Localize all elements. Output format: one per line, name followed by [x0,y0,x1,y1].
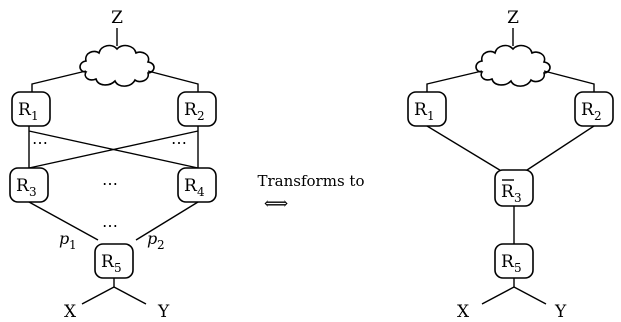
right-edge-cloud-r2 [543,70,595,92]
left-node-r3: R 3 [9,167,49,203]
left-r2-label: R [184,100,198,120]
left-top-label-z: Z [111,8,123,28]
left-diagram: Z R 1 R 2 ⋯ ⋯ R 3 [9,8,217,322]
left-edge-r5-y [113,286,147,305]
left-r4-label: R [184,176,198,196]
right-r5-label: R [501,252,515,272]
right-edge-r5-x [481,286,515,305]
left-edge-r4-r5-p2 [135,201,199,241]
transform-caption: Transforms to ⟺ [258,172,365,214]
left-p1-label: p [59,229,69,248]
left-r5-label: R [101,252,115,272]
right-r2-label: R [581,100,595,120]
left-dots-upper-right: ⋯ [171,133,190,152]
left-r3-subscript: 3 [29,185,37,199]
left-dots-middle: ⋯ [102,174,121,193]
equivalence-arrow-icon: ⟺ [264,194,288,214]
left-node-r2: R 2 [177,91,217,127]
right-node-r3-bar: R 3 [494,169,534,207]
left-r4-subscript: 4 [197,185,205,199]
left-node-r5: R 5 [94,243,134,279]
left-path-label-p1: p 1 [59,229,77,252]
left-dots-upper-left: ⋯ [32,133,51,152]
right-bottom-label-x: X [457,302,470,322]
right-node-r5: R 5 [494,243,534,279]
right-edge-r5-y [513,286,547,305]
left-r1-subscript: 1 [31,109,39,123]
left-r5-subscript: 5 [114,261,122,275]
right-edge-cloud-r1 [426,70,483,92]
right-node-r2: R 2 [574,91,614,127]
right-r1-label: R [414,100,428,120]
left-dots-lower: ⋯ [102,216,121,235]
right-r3bar-subscript: 3 [514,191,522,205]
right-r1-subscript: 1 [427,109,435,123]
right-diagram: Z R 1 R 2 R 3 R [407,8,614,322]
left-node-r4: R 4 [177,167,217,203]
left-r2-subscript: 2 [197,109,205,123]
right-node-r1: R 1 [407,91,447,127]
left-edge-r2-r3 [28,130,199,169]
left-p2-label: p [147,229,157,248]
left-edge-cloud-r1 [31,70,87,92]
right-edge-r2-r3bar [523,125,595,173]
left-p1-subscript: 1 [69,238,77,252]
transform-caption-text: Transforms to [258,172,365,190]
left-p2-subscript: 2 [157,238,165,252]
left-path-label-p2: p 2 [147,229,165,252]
left-bottom-label-y: Y [157,302,170,322]
right-cloud-icon [475,44,551,87]
right-edge-r1-r3bar [426,125,504,173]
left-r1-label: R [18,100,32,120]
left-edge-r3-r5-p1 [28,201,99,241]
left-node-r1: R 1 [11,91,51,127]
right-r5-subscript: 5 [514,261,522,275]
left-bottom-label-x: X [64,302,77,322]
left-edge-cloud-r2 [147,70,199,92]
right-bottom-label-y: Y [554,302,567,322]
right-top-label-z: Z [507,8,519,28]
left-edge-r5-x [81,286,115,305]
right-r3bar-label: R [501,182,515,202]
left-cloud-icon [79,44,155,87]
right-r2-subscript: 2 [594,109,602,123]
left-r3-label: R [16,176,30,196]
